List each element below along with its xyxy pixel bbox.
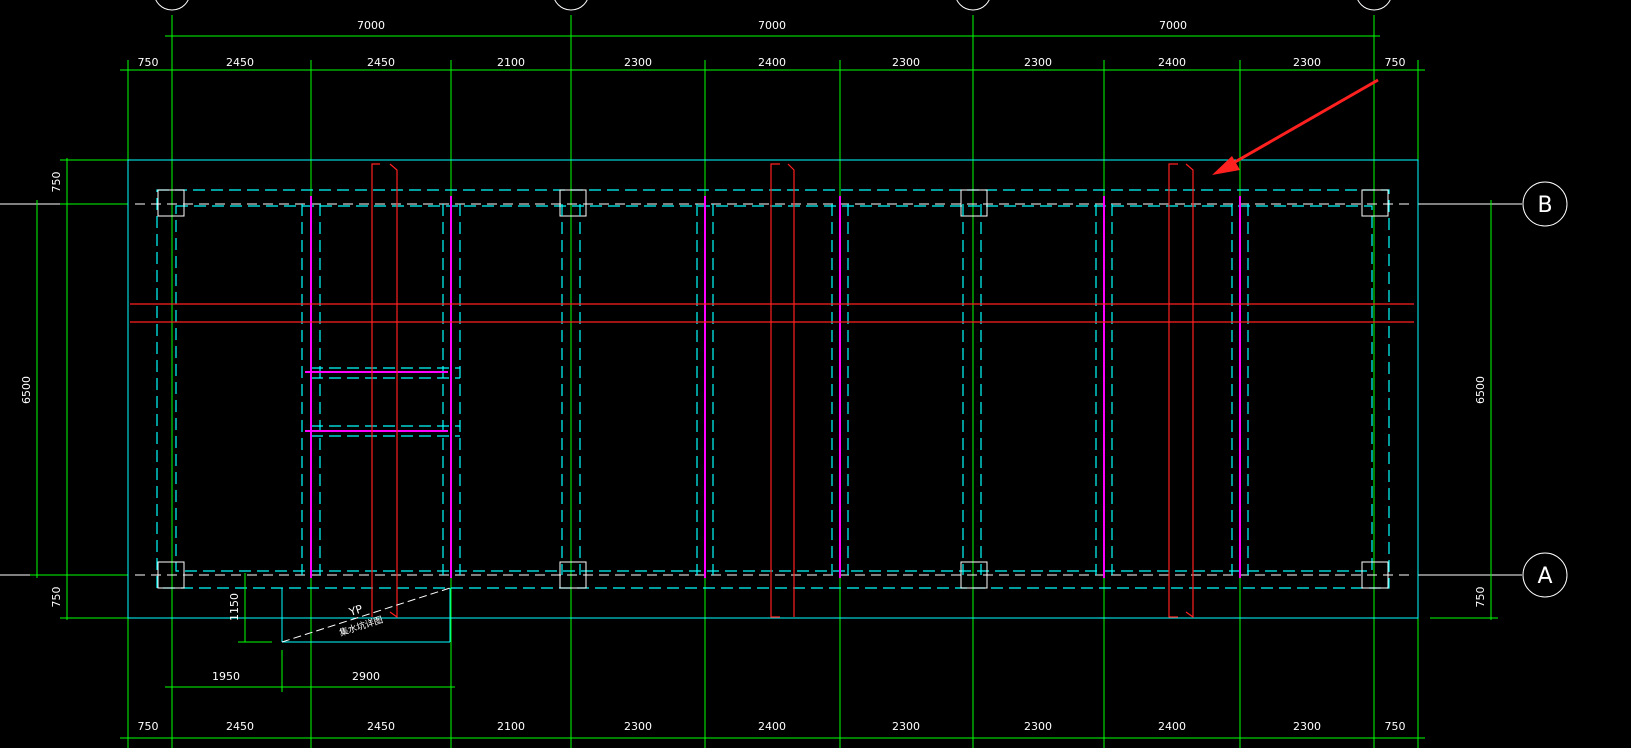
top-dimension-lines [120,35,1425,71]
axis-marker-a [1522,552,1568,598]
dim-text: 2100 [497,720,525,733]
dim-text: 2450 [367,56,395,69]
dim-text: 2300 [624,720,652,733]
dim-text: 750 [1385,720,1406,733]
dim-text: 2300 [624,56,652,69]
dim-text: 2300 [1293,720,1321,733]
bottom-bay-dimensions: 750 2450 2450 2100 2300 2400 2300 2300 2… [138,720,1406,733]
dim-text: 750 [1474,587,1487,608]
axis-label-a: A [1537,564,1552,589]
dim-text: 2450 [226,56,254,69]
pit-code: YP [347,602,365,619]
left-dimensions: 750 6500 750 [20,172,63,608]
section-cut-lines [130,163,1414,619]
secondary-beams [305,196,1241,578]
column-markers [157,189,1389,589]
dim-text: 6500 [1474,376,1487,404]
dim-text: 7000 [758,19,786,32]
dim-text: 2450 [367,720,395,733]
top-bay-dimensions: 750 2450 2450 2100 2300 2400 2300 2300 2… [138,56,1406,69]
dim-text: 750 [138,720,159,733]
dim-text: 2400 [758,56,786,69]
pit-dimensions: 1150 1950 2900 YP 集水坑详图 [212,593,384,683]
right-dimensions: 6500 750 [1474,376,1487,608]
dim-text: 2450 [226,720,254,733]
bottom-dimension-lines [120,686,1425,739]
axis-label-b: B [1537,193,1552,218]
dim-text: 2400 [1158,720,1186,733]
right-dimension-lines [1430,200,1498,620]
interior-axis-lines [135,203,1410,576]
dim-text: 2400 [1158,56,1186,69]
dim-text: 2400 [758,720,786,733]
dim-text: 2300 [1024,56,1052,69]
dim-text: 2100 [497,56,525,69]
beam-edges [301,204,1249,575]
axis-marker-b [1522,181,1568,227]
dim-text: 2300 [892,56,920,69]
vertical-grid-lines [127,15,1419,748]
pit-offset-dim: 1950 [212,670,240,683]
pit-width-dim: 2900 [352,670,380,683]
dim-text: 2300 [1293,56,1321,69]
horizontal-axis-lines: B A [0,181,1568,598]
annotation-arrow [1212,78,1379,175]
dim-text: 750 [50,587,63,608]
dim-text: 750 [50,172,63,193]
dim-text: 750 [138,56,159,69]
sump-pit-callout [238,573,451,692]
pit-detail-label: 集水坑详图 [338,613,385,638]
left-dimension-lines [30,158,128,620]
column-axis-markers-top [155,0,1391,11]
dim-text: 2300 [892,720,920,733]
dim-text: 750 [1385,56,1406,69]
dim-text: 6500 [20,376,33,404]
pit-height-dim: 1150 [228,593,241,621]
dim-text: 7000 [1159,19,1187,32]
top-span-dimensions: 7000 7000 7000 [357,19,1187,32]
foundation-slab-outline [127,159,1419,619]
dim-text: 2300 [1024,720,1052,733]
dim-text: 7000 [357,19,385,32]
